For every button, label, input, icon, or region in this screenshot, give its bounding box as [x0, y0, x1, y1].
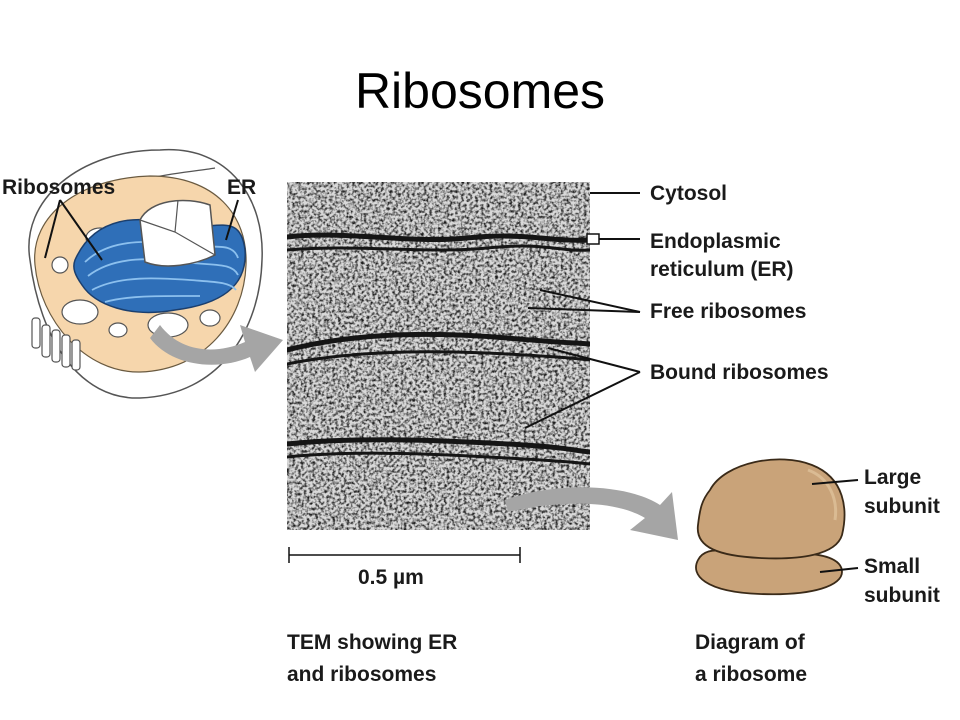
page-title: Ribosomes	[354, 63, 606, 119]
ribosome-caption-line1: Diagram of	[695, 631, 805, 654]
arrow-to-ribosome	[505, 487, 678, 540]
tem-caption-line2: and ribosomes	[287, 663, 437, 686]
scale-bar-label: 0.5 µm	[358, 566, 424, 589]
scale-bar	[288, 547, 521, 563]
small-subunit-label-line2: subunit	[864, 584, 940, 607]
ribosome-caption-line2: a ribosome	[695, 663, 808, 686]
er-label-line2: reticulum (ER)	[650, 258, 794, 281]
tem-micrograph	[287, 182, 590, 530]
cytosol-label: Cytosol	[650, 182, 728, 205]
large-subunit-label-line2: subunit	[864, 495, 940, 518]
arrow-to-tem	[150, 325, 283, 372]
large-subunit-label-line1: Large	[864, 466, 922, 489]
cell-er-label: ER	[227, 176, 257, 199]
tem-caption-line1: TEM showing ER	[287, 631, 458, 654]
cell-ribosomes-label: Ribosomes	[2, 176, 116, 199]
small-subunit-label-line1: Small	[864, 555, 921, 578]
er-label-line1: Endoplasmic	[650, 230, 781, 253]
free-ribosomes-label: Free ribosomes	[650, 300, 807, 323]
ribosome-diagram	[695, 458, 846, 596]
bound-ribosomes-label: Bound ribosomes	[650, 361, 829, 384]
